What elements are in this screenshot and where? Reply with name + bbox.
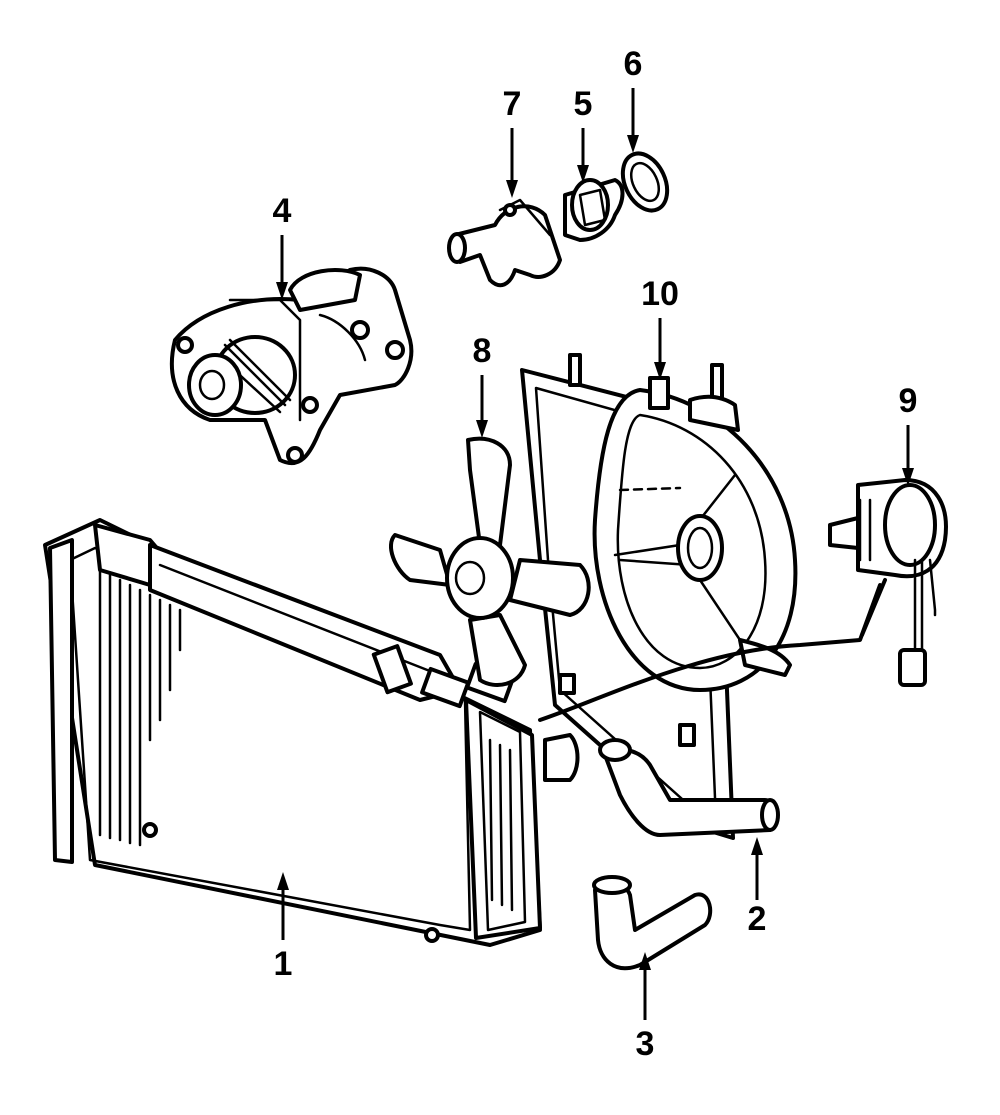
callout-2: 2 bbox=[748, 900, 767, 938]
water-pump-icon bbox=[169, 266, 414, 466]
leader-arrow-8 bbox=[476, 420, 488, 438]
leader-arrow-5 bbox=[577, 165, 589, 183]
radiator-icon bbox=[43, 518, 580, 947]
callout-3: 3 bbox=[636, 1025, 655, 1063]
callouts: 1 2 3 4 5 6 7 8 9 10 bbox=[273, 45, 918, 1063]
callout-4: 4 bbox=[273, 192, 292, 230]
leader-arrow-1 bbox=[277, 872, 289, 890]
leader-arrow-4 bbox=[276, 282, 288, 300]
callout-1: 1 bbox=[274, 945, 293, 983]
leader-arrow-9 bbox=[902, 468, 914, 486]
fan-shroud-icon bbox=[520, 353, 798, 840]
callout-6: 6 bbox=[624, 45, 643, 83]
leader-arrow-2 bbox=[751, 837, 763, 855]
callout-8: 8 bbox=[473, 332, 492, 370]
leader-arrow-10 bbox=[654, 362, 666, 380]
leader-arrow-3 bbox=[639, 952, 651, 970]
callout-7: 7 bbox=[503, 85, 522, 123]
callout-5: 5 bbox=[574, 85, 593, 123]
lower-hose-icon bbox=[592, 875, 713, 971]
gasket-icon bbox=[620, 151, 670, 213]
callout-10: 10 bbox=[641, 275, 679, 313]
fan-blade-icon bbox=[389, 436, 591, 687]
thermostat-icon bbox=[563, 178, 625, 242]
upper-hose-icon bbox=[598, 738, 780, 837]
leader-arrow-6 bbox=[627, 135, 639, 153]
fan-motor-icon bbox=[538, 478, 948, 722]
callout-9: 9 bbox=[899, 382, 918, 420]
water-outlet-icon bbox=[447, 198, 562, 288]
leader-arrow-7 bbox=[506, 180, 518, 198]
